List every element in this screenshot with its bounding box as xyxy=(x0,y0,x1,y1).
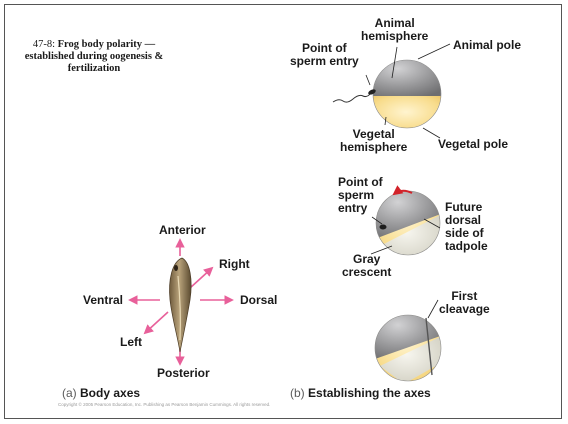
panel-b-title: (b) Establishing the axes xyxy=(290,387,431,400)
animal-hemisphere-shape xyxy=(370,56,450,98)
bottom-egg xyxy=(370,300,450,390)
label-anterior: Anterior xyxy=(159,224,206,237)
label-dorsal: Dorsal xyxy=(240,294,277,307)
label-right: Right xyxy=(219,258,250,271)
label-posterior: Posterior xyxy=(157,367,210,380)
arrow-right xyxy=(190,268,212,288)
sperm-entry-dot xyxy=(380,225,387,230)
label-point-of-sperm-entry-top: Point of sperm entry xyxy=(290,42,359,68)
copyright-notice: Copyright © 2005 Pearson Education, Inc.… xyxy=(58,402,270,407)
sperm-icon xyxy=(333,88,377,102)
panel-a-text: Body axes xyxy=(80,386,140,400)
label-gray-crescent: Gray crescent xyxy=(342,253,391,279)
label-animal-pole: Animal pole xyxy=(453,39,521,52)
label-vegetal-pole: Vegetal pole xyxy=(438,138,508,151)
panel-b-tag: (b) xyxy=(290,386,305,400)
label-point-of-sperm-entry-middle: Point of sperm entry xyxy=(338,176,383,215)
arrow-left xyxy=(145,312,168,333)
body-axes-figure xyxy=(130,240,232,364)
label-ventral: Ventral xyxy=(83,294,123,307)
label-animal-hemisphere: Animal hemisphere xyxy=(361,17,428,43)
panel-b-text: Establishing the axes xyxy=(308,386,431,400)
leader-sperm-entry xyxy=(366,75,370,85)
panel-a-title: (a) Body axes xyxy=(62,387,140,400)
label-vegetal-hemisphere: Vegetal hemisphere xyxy=(340,128,407,154)
tadpole-eye xyxy=(174,265,178,271)
label-left: Left xyxy=(120,336,142,349)
label-future-dorsal-side: Future dorsal side of tadpole xyxy=(445,201,488,253)
leader-animal-pole xyxy=(418,44,450,59)
panel-a-tag: (a) xyxy=(62,386,77,400)
label-first-cleavage: First cleavage xyxy=(439,290,490,316)
